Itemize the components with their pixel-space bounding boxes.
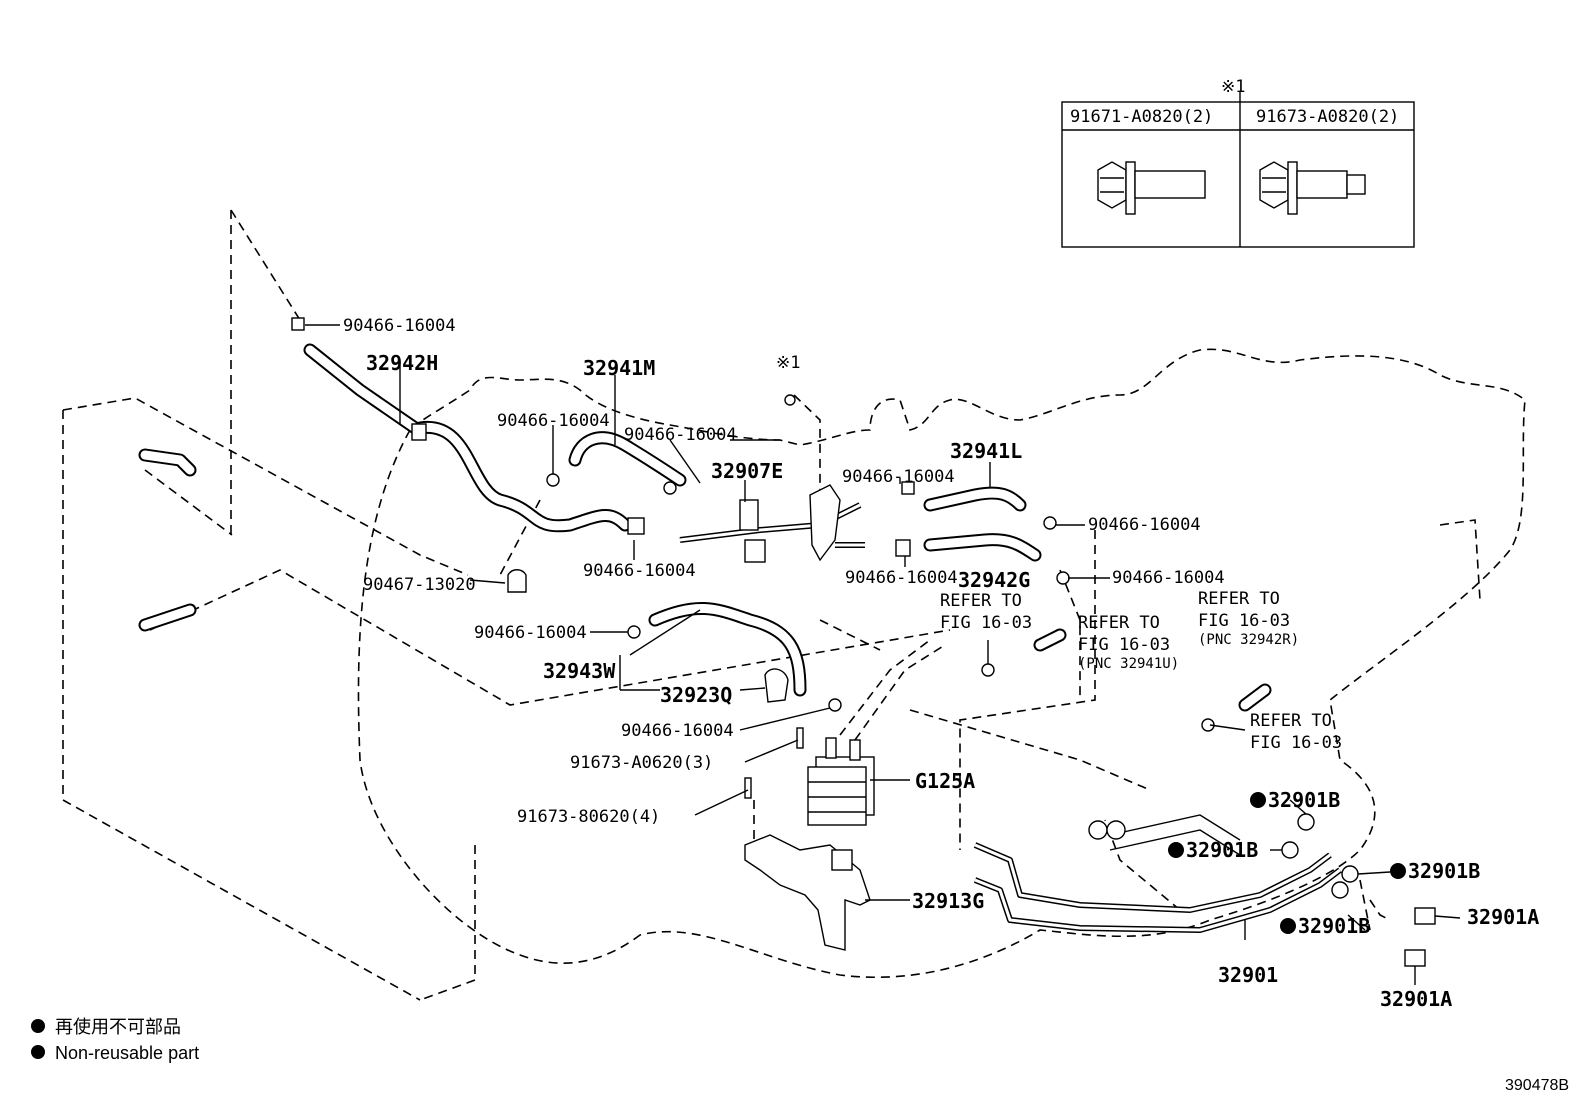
small-parts bbox=[291, 317, 1215, 799]
refer-blocks: REFER TO FIG 16-03 REFER TO FIG 16-03 (P… bbox=[940, 589, 1342, 753]
non-reusable-mark-icon bbox=[1390, 863, 1406, 879]
gasket-icon bbox=[1088, 820, 1108, 840]
leader-lines bbox=[305, 324, 1461, 985]
bracket-icon bbox=[739, 499, 759, 531]
unions-gaskets bbox=[1088, 813, 1436, 967]
label-clamp-1: 90466-16004 bbox=[343, 316, 456, 336]
inset-frame bbox=[1061, 101, 1415, 248]
label-clamp-9: 90466-16004 bbox=[474, 623, 587, 643]
refer-3-line1: REFER TO bbox=[1198, 589, 1280, 609]
legend-line-2: Non-reusable part bbox=[55, 1043, 199, 1063]
label-clamp-3: 90466-16004 bbox=[624, 425, 737, 445]
clip-icon bbox=[764, 668, 789, 703]
label-clamp-10: 90466-16004 bbox=[621, 721, 734, 741]
refer-4: REFER TO FIG 16-03 bbox=[1250, 711, 1342, 753]
label-hose-32943w: 32943W bbox=[543, 659, 616, 683]
label-gasket-4: 32901B bbox=[1298, 914, 1370, 938]
bolt-icon bbox=[796, 727, 804, 749]
label-clamp-4: 90466-16004 bbox=[842, 467, 955, 487]
label-marker-top: ※1 bbox=[776, 353, 800, 373]
non-reusable-mark-icon bbox=[1280, 918, 1296, 934]
bracket-32913g bbox=[744, 834, 871, 951]
union-bolt-icon bbox=[1404, 949, 1426, 967]
inset-col-1: 91671-A0820(2) bbox=[1070, 107, 1213, 127]
hoses bbox=[138, 343, 1272, 712]
inset-col-2: 91673-A0820(2) bbox=[1256, 107, 1399, 127]
gasket-icon bbox=[1331, 881, 1349, 899]
label-clamp-2: 90466-16004 bbox=[497, 411, 610, 431]
label-gasket-1: 32901B bbox=[1268, 788, 1340, 812]
label-pipe-32901: 32901 bbox=[1218, 963, 1278, 987]
label-clamp-6: 90466-16004 bbox=[1112, 568, 1225, 588]
label-clip-32923q: 32923Q bbox=[660, 683, 732, 707]
label-clamp-8: 90466-16004 bbox=[583, 561, 696, 581]
bolt-icon bbox=[744, 777, 752, 799]
legend-bullet-icon bbox=[31, 1045, 45, 1059]
part-labels: 90466-16004 32942H 32941M ※1 90466-16004… bbox=[343, 316, 1539, 1011]
pipe-32901 bbox=[973, 842, 1332, 913]
inset-table: ※1 91671-A0820(2) 91673-A0820(2) bbox=[1061, 77, 1415, 248]
label-bolt-a: 91673-A0620(3) bbox=[570, 753, 713, 773]
label-clamp-5: 90466-16004 bbox=[1088, 515, 1201, 535]
label-hose-32942g: 32942G bbox=[958, 568, 1030, 592]
legend-line-1: 再使用不可部品 bbox=[55, 1017, 181, 1037]
hose-clamp-icon bbox=[507, 569, 527, 593]
refer-2-line1: REFER TO bbox=[1078, 613, 1160, 633]
refer-4-line1: REFER TO bbox=[1250, 711, 1332, 731]
legend-bullet-icon bbox=[31, 1019, 45, 1033]
refer-2: REFER TO FIG 16-03 (PNC 32941U) bbox=[1078, 613, 1179, 672]
refer-1-line2: FIG 16-03 bbox=[940, 613, 1032, 633]
label-union-2: 32901A bbox=[1380, 987, 1452, 1011]
refer-1: REFER TO FIG 16-03 bbox=[940, 591, 1032, 633]
label-hose-32941l: 32941L bbox=[950, 439, 1022, 463]
oil-cooler bbox=[807, 737, 875, 826]
label-union-1: 32901A bbox=[1467, 905, 1539, 929]
label-bolt-b: 91673-80620(4) bbox=[517, 807, 660, 827]
label-bracket-32913g: 32913G bbox=[912, 889, 984, 913]
label-gasket-3: 32901B bbox=[1408, 859, 1480, 883]
label-clamp-7: 90466-16004 bbox=[845, 568, 958, 588]
refer-3-line3: (PNC 32942R) bbox=[1198, 632, 1299, 648]
bolt-icon bbox=[784, 394, 796, 406]
pipes bbox=[679, 502, 1342, 933]
legend: 再使用不可部品 Non-reusable part bbox=[31, 1017, 199, 1063]
gasket-icon bbox=[1297, 813, 1315, 831]
non-reusable-mark-icon bbox=[1168, 842, 1184, 858]
label-gasket-2: 32901B bbox=[1186, 838, 1258, 862]
flange-bolt-1 bbox=[1097, 161, 1206, 215]
label-clamp-big: 90467-13020 bbox=[363, 575, 476, 595]
gasket-icon bbox=[1341, 865, 1359, 883]
refer-1-line1: REFER TO bbox=[940, 591, 1022, 611]
refer-3-line2: FIG 16-03 bbox=[1198, 611, 1290, 631]
clamp-icon bbox=[901, 481, 915, 495]
inset-marker: ※1 bbox=[1221, 77, 1245, 97]
label-bracket-32907e: 32907E bbox=[711, 459, 783, 483]
non-reusable-mark-icon bbox=[1250, 792, 1266, 808]
label-oil-cooler: G125A bbox=[915, 769, 975, 793]
figure-id: 390478B bbox=[1505, 1077, 1569, 1094]
flange-bolt-2 bbox=[1259, 161, 1366, 215]
union-bolt-icon bbox=[1414, 907, 1436, 925]
clamp-icon bbox=[546, 473, 560, 487]
refer-2-line2: FIG 16-03 bbox=[1078, 635, 1170, 655]
clamp-icon bbox=[291, 317, 305, 331]
label-hose-32942h: 32942H bbox=[366, 351, 438, 375]
refer-4-line2: FIG 16-03 bbox=[1250, 733, 1342, 753]
refer-2-line3: (PNC 32941U) bbox=[1078, 656, 1179, 672]
label-hose-32941m: 32941M bbox=[583, 356, 655, 380]
refer-3: REFER TO FIG 16-03 (PNC 32942R) bbox=[1198, 589, 1299, 648]
